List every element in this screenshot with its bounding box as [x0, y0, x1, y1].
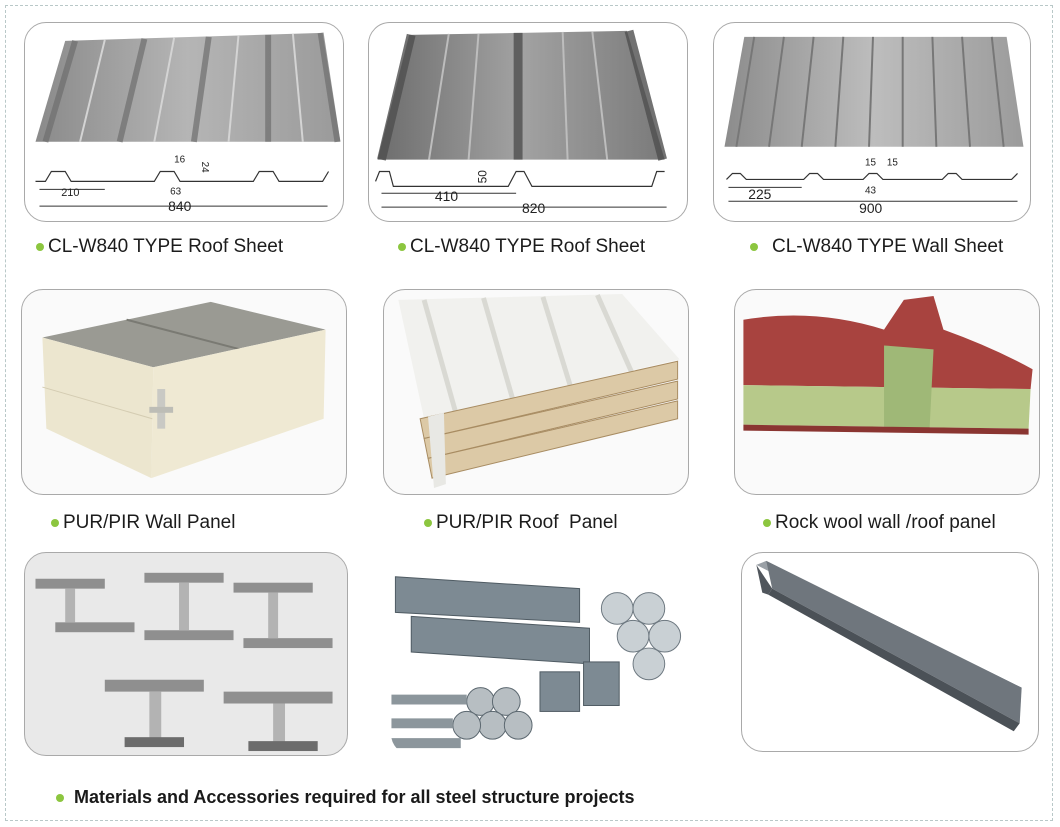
dim-c15a: 15: [865, 158, 876, 169]
caption-wall-sheet: CL-W840 TYPE Wall Sheet: [750, 236, 1003, 258]
dim-c43: 43: [865, 185, 876, 196]
dim-a840: 840: [168, 198, 191, 214]
dim-c225: 225: [748, 186, 771, 202]
bullet-icon: [51, 519, 59, 527]
caption-roof-sheet-b: CL-W840 TYPE Roof Sheet: [398, 236, 645, 258]
dim-c900: 900: [859, 200, 882, 216]
c-purlin-image: [741, 552, 1039, 752]
dim-b50: 50: [475, 170, 489, 184]
bullet-icon: [398, 243, 406, 251]
dim-a16: 16: [174, 155, 185, 166]
bullet-icon: [763, 519, 771, 527]
caption-pur-roof: PUR/PIR Roof Panel: [424, 512, 618, 534]
bullet-icon: [36, 243, 44, 251]
caption-pur-wall: PUR/PIR Wall Panel: [51, 512, 235, 534]
pur-wall-panel-image: [21, 289, 347, 495]
dim-a24: 24: [199, 162, 210, 173]
dim-b410: 410: [435, 188, 458, 204]
page-frame: [5, 5, 1053, 821]
roof-sheet-a-image: 210 16 24 63 840: [24, 22, 344, 222]
caption-roof-sheet-a: CL-W840 TYPE Roof Sheet: [36, 236, 283, 258]
dim-a210: 210: [61, 187, 79, 199]
dim-b820: 820: [522, 200, 545, 216]
dim-a63: 63: [170, 186, 181, 197]
dim-c15b: 15: [887, 158, 898, 169]
wall-sheet-image: 225 15 15 43 900: [713, 22, 1031, 222]
roof-sheet-b-image: 410 50 820: [368, 22, 688, 222]
bullet-icon: [424, 519, 432, 527]
pur-roof-panel-image: [383, 289, 689, 495]
rockwool-panel-image: [734, 289, 1040, 495]
caption-rockwool: Rock wool wall /roof panel: [763, 512, 996, 534]
bullet-icon: [750, 243, 758, 251]
footer-note: Materials and Accessories required for a…: [56, 787, 635, 808]
h-beam-image: [24, 552, 348, 756]
bullet-icon: [56, 793, 64, 802]
steel-tubes-image: [390, 552, 686, 756]
